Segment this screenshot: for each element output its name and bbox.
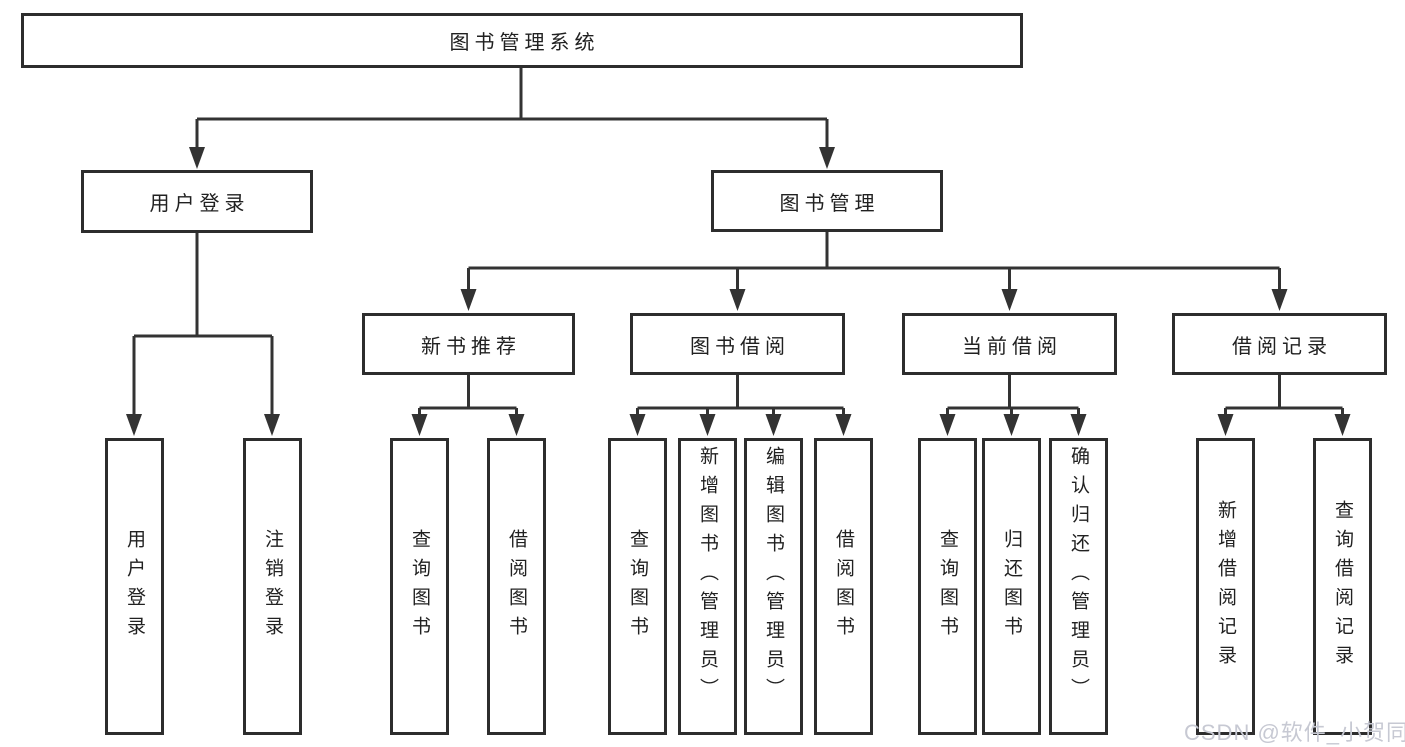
leaf-borrow-books: 借阅图书 (814, 438, 873, 735)
leaf-query-books-current: 查询图书 (918, 438, 977, 735)
leaf-add-borrow-record-label: 新增借阅记录 (1215, 499, 1236, 674)
leaf-borrow-books-recommend-label: 借阅图书 (506, 528, 527, 645)
leaf-add-borrow-record: 新增借阅记录 (1196, 438, 1255, 735)
node-root-system: 图书管理系统 (21, 13, 1023, 68)
node-book-borrowing-label: 图书借阅 (690, 335, 790, 358)
leaf-query-books-current-label: 查询图书 (937, 528, 958, 645)
leaf-user-login-label: 用户登录 (124, 528, 145, 645)
leaf-query-books-borrowing: 查询图书 (608, 438, 667, 735)
leaf-borrow-books-recommend: 借阅图书 (487, 438, 546, 735)
leaf-edit-books-admin: 编辑图书（管理员） (744, 438, 803, 735)
leaf-query-books-borrowing-label: 查询图书 (627, 528, 648, 645)
leaf-add-books-admin-label: 新增图书（管理员） (697, 446, 718, 707)
leaf-confirm-return-admin-label: 确认归还（管理员） (1068, 446, 1089, 707)
leaf-query-books-recommend-label: 查询图书 (409, 528, 430, 645)
node-borrow-records: 借阅记录 (1172, 313, 1387, 375)
node-user-login: 用户登录 (81, 170, 313, 233)
node-user-login-label: 用户登录 (149, 193, 250, 215)
leaf-logout-label: 注销登录 (262, 528, 283, 645)
leaf-query-books-recommend: 查询图书 (390, 438, 449, 735)
leaf-add-books-admin: 新增图书（管理员） (678, 438, 737, 735)
leaf-user-login: 用户登录 (105, 438, 164, 735)
node-current-borrowing-label: 当前借阅 (962, 335, 1062, 358)
node-new-book-recommend-label: 新书推荐 (421, 335, 521, 358)
connector-segments (132, 68, 1344, 422)
watermark: CSDN @软件_小贺同学 (1184, 720, 1405, 745)
node-current-borrowing: 当前借阅 (902, 313, 1117, 375)
leaf-confirm-return-admin: 确认归还（管理员） (1049, 438, 1108, 735)
arrowheads (126, 147, 1351, 436)
node-new-book-recommend: 新书推荐 (362, 313, 575, 375)
leaf-logout: 注销登录 (243, 438, 302, 735)
node-root-label: 图书管理系统 (449, 32, 600, 54)
node-book-management-label: 图书管理 (779, 192, 880, 215)
node-borrow-records-label: 借阅记录 (1232, 335, 1332, 358)
leaf-return-books: 归还图书 (982, 438, 1041, 735)
node-book-management: 图书管理 (711, 170, 943, 232)
leaf-query-borrow-record: 查询借阅记录 (1313, 438, 1372, 735)
leaf-borrow-books-label: 借阅图书 (833, 528, 854, 645)
leaf-return-books-label: 归还图书 (1001, 528, 1022, 645)
leaf-edit-books-admin-label: 编辑图书（管理员） (763, 446, 784, 707)
node-book-borrowing: 图书借阅 (630, 313, 845, 375)
leaf-query-borrow-record-label: 查询借阅记录 (1332, 499, 1353, 674)
